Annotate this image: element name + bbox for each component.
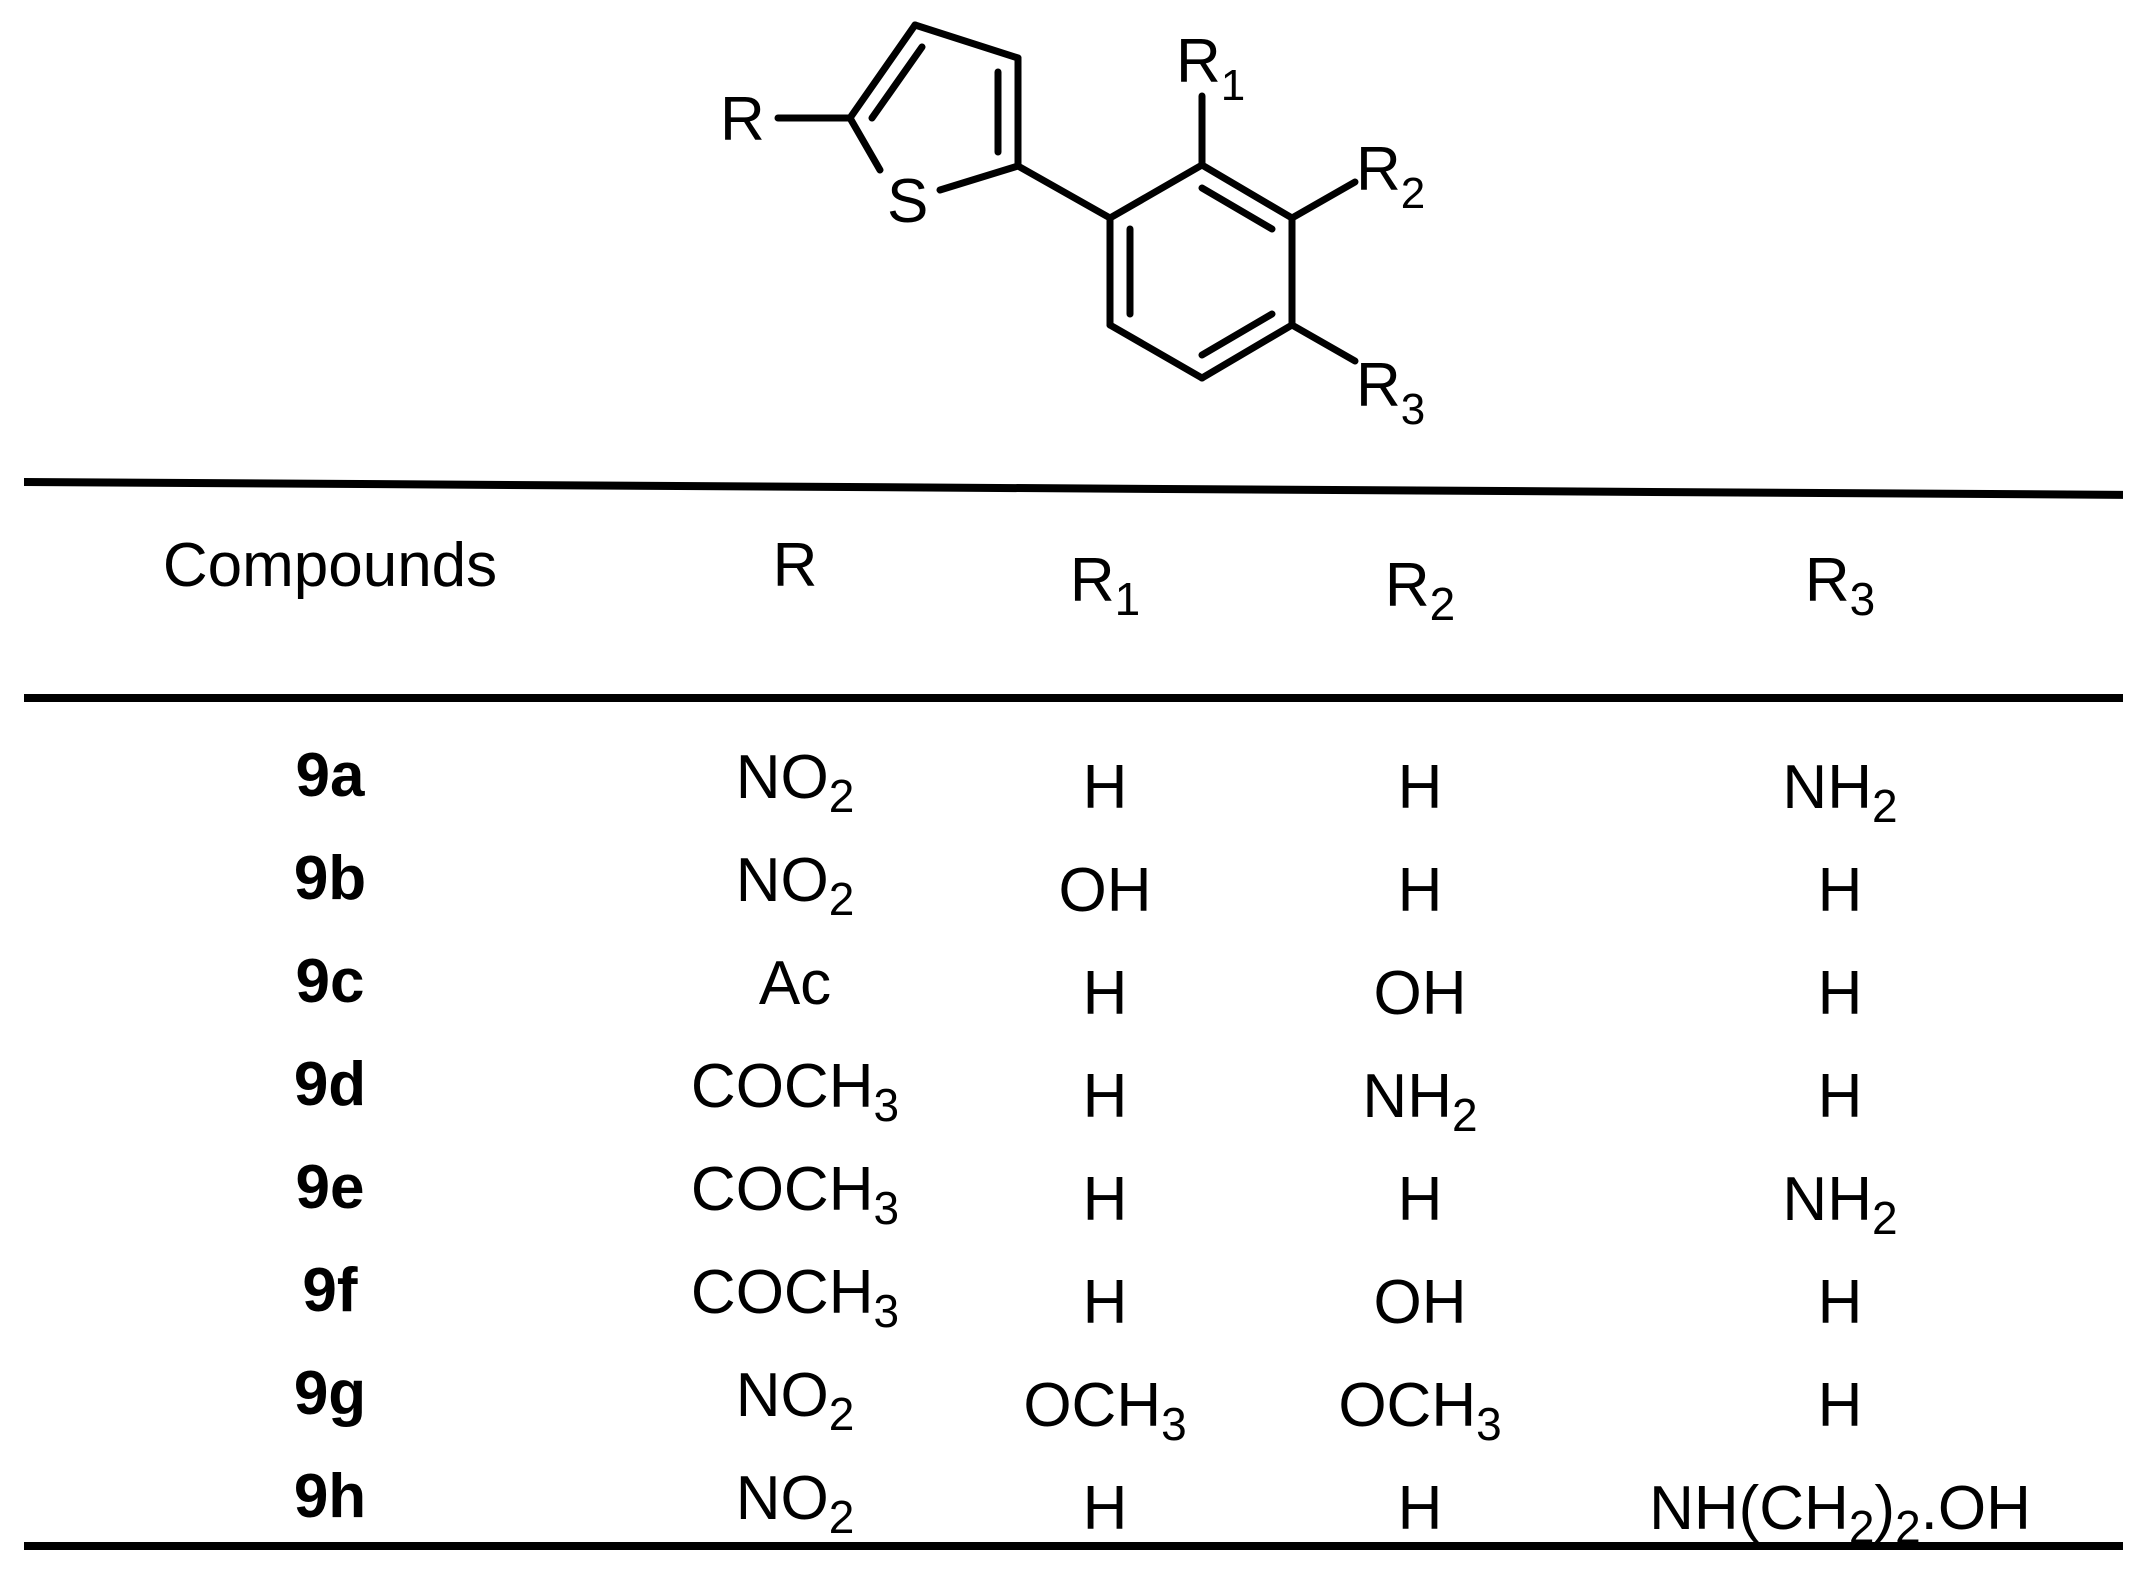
bond-c2-s [936, 162, 1022, 194]
header-r2: R2 [1384, 551, 1456, 630]
cell-r2: H [1397, 1165, 1443, 1234]
table-rule-bottom [24, 1542, 2123, 1550]
cell-compound: 9c [295, 947, 365, 1016]
label-s: S [887, 167, 928, 236]
bond-b4-b5-inner [1198, 310, 1276, 359]
cell-r: NO2 [735, 846, 855, 925]
cell-r1: H [1082, 1474, 1128, 1543]
header-r3: R3 [1804, 546, 1876, 625]
bond-c4-c3 [911, 21, 1022, 62]
bond-b3-r2 [1288, 178, 1359, 222]
cell-r: NO2 [735, 1361, 855, 1440]
cell-r3: H [1817, 1268, 1863, 1337]
cell-r: COCH3 [690, 1155, 900, 1234]
label-r: R [720, 85, 765, 154]
bond-b4-b5 [1198, 321, 1296, 382]
cell-compound: 9f [302, 1256, 358, 1325]
cell-r1: OCH3 [1023, 1371, 1187, 1450]
cell-r2: H [1397, 856, 1443, 925]
bond-c5-c4-inner [868, 43, 926, 122]
chemical-structure: R S R1 R2 R3 [720, 21, 1425, 434]
cell-r2: OH [1373, 959, 1467, 1028]
cell-r: NO2 [735, 743, 855, 822]
structure-bonds [774, 21, 1359, 382]
header-r: R [772, 531, 818, 600]
cell-r3: H [1817, 856, 1863, 925]
bond-b1-b2 [1106, 161, 1206, 222]
cell-r: NO2 [735, 1464, 855, 1543]
cell-r3: H [1817, 1062, 1863, 1131]
bond-thiophene-benzene [1014, 162, 1114, 222]
cell-r1: H [1082, 1165, 1128, 1234]
label-r3: R3 [1356, 351, 1425, 434]
cell-r: Ac [758, 949, 832, 1018]
cell-compound: 9d [293, 1050, 367, 1119]
cell-r3: H [1817, 1371, 1863, 1440]
bond-b2-b3 [1198, 161, 1296, 222]
cell-r2: NH2 [1362, 1062, 1478, 1141]
cell-compound: 9h [293, 1462, 367, 1531]
cell-compound: 9e [295, 1153, 365, 1222]
cell-r1: H [1082, 753, 1128, 822]
cell-r1: H [1082, 1062, 1128, 1131]
bond-b4-r3 [1288, 321, 1359, 365]
cell-compound: 9b [293, 844, 367, 913]
cell-r2: H [1397, 1474, 1443, 1543]
cell-r3: H [1817, 959, 1863, 1028]
bond-s-c5 [846, 114, 884, 174]
cell-r1: H [1082, 959, 1128, 1028]
cell-r2: OH [1373, 1268, 1467, 1337]
cell-r2: H [1397, 753, 1443, 822]
label-r1: R1 [1176, 27, 1245, 110]
cell-r3: NH2 [1782, 1165, 1898, 1244]
bond-b5-b6 [1106, 321, 1206, 382]
table-rule-header [24, 694, 2123, 702]
label-r2: R2 [1356, 135, 1425, 218]
table-rule-top [24, 478, 2123, 499]
cell-compound: 9g [293, 1359, 367, 1428]
cell-r: COCH3 [690, 1052, 900, 1131]
bond-b2-b3-inner [1198, 184, 1276, 233]
header-r1: R1 [1069, 546, 1141, 625]
bond-c5-c4 [846, 21, 919, 122]
cell-r1: OH [1058, 856, 1152, 925]
cell-r2: OCH3 [1338, 1371, 1502, 1450]
cell-compound: 9a [295, 741, 365, 810]
cell-r3: NH(CH2)2.OH [1649, 1474, 2031, 1553]
cell-r: COCH3 [690, 1258, 900, 1337]
cell-r1: H [1082, 1268, 1128, 1337]
cell-r3: NH2 [1782, 753, 1898, 832]
header-compounds: Compounds [162, 531, 498, 600]
